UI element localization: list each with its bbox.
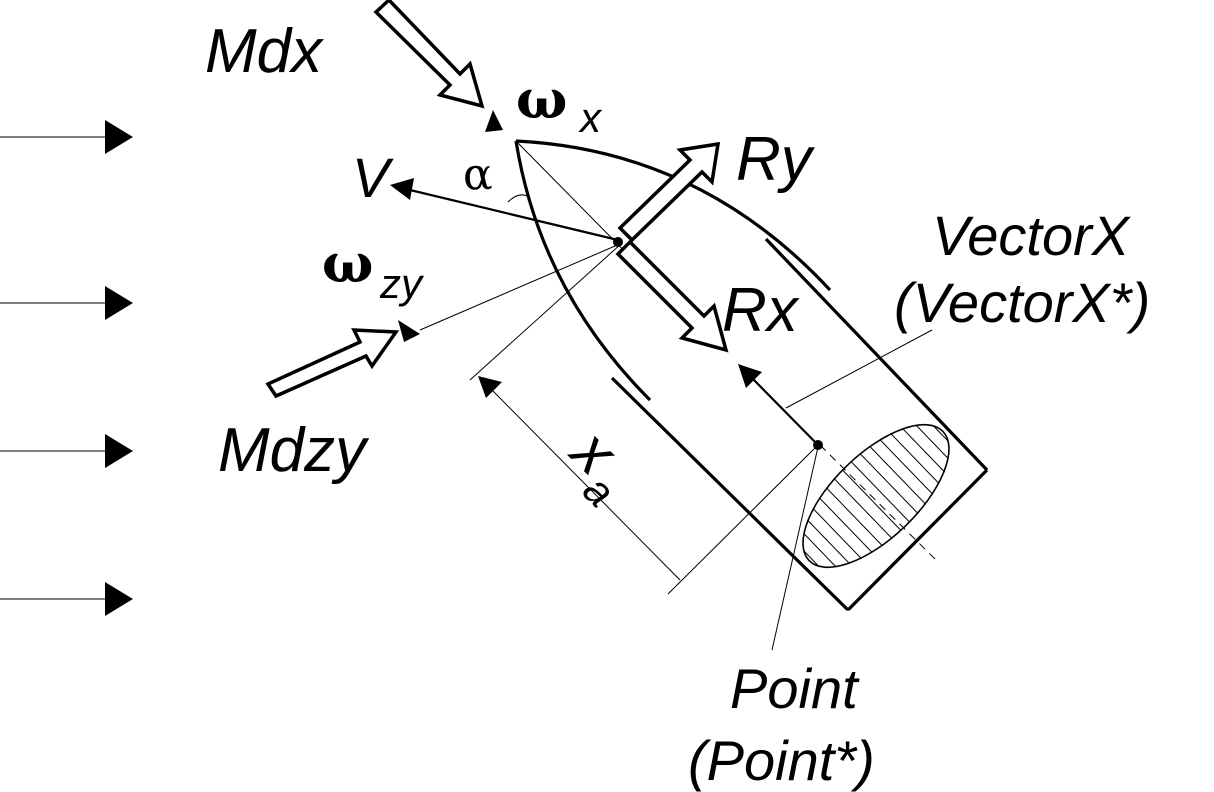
base-edge xyxy=(846,468,989,612)
flow-direction-line xyxy=(419,242,623,331)
v-label: V xyxy=(352,146,394,209)
flow-arrows xyxy=(0,120,133,616)
nose-lower-edge xyxy=(514,140,652,402)
omega-zy-subscript: zy xyxy=(379,260,425,307)
body-lower-edge xyxy=(610,376,850,612)
vectorx-star-label: (VectorX*) xyxy=(894,271,1150,334)
mdzy-moment-arrow xyxy=(265,328,400,399)
omega-x-label: ω xyxy=(516,67,567,131)
ry-label: Ry xyxy=(736,125,816,194)
vectorx-label: VectorX xyxy=(932,204,1132,267)
flow-arrow xyxy=(0,434,133,468)
xa-extension-lower xyxy=(667,444,819,595)
alpha-label: α xyxy=(463,149,493,200)
xa-extension-upper xyxy=(469,242,623,381)
mdx-moment-arrow xyxy=(373,0,485,109)
alpha-arc xyxy=(507,194,531,203)
vectorx-arrow xyxy=(738,364,819,446)
rx-label: Rx xyxy=(722,276,800,345)
mdzy-label: Mdzy xyxy=(218,416,370,485)
point-star-label: (Point*) xyxy=(688,729,875,792)
velocity-vector xyxy=(390,178,619,242)
rx-force-arrow xyxy=(615,239,729,353)
flow-arrow xyxy=(0,286,133,320)
flow-arrow xyxy=(0,120,133,154)
flow-arrow xyxy=(0,582,133,616)
body-upper-edge xyxy=(764,237,989,472)
point-label: Point xyxy=(730,657,860,720)
omega-zy-arrowhead xyxy=(398,320,420,342)
omega-zy-label: ω xyxy=(322,231,373,295)
point-leader xyxy=(771,446,819,651)
xa-dimension-arrow xyxy=(478,376,681,581)
mdx-label: Mdx xyxy=(205,17,324,86)
ry-force-arrow xyxy=(617,141,721,243)
omega-x-subscript: x xyxy=(578,94,603,141)
base-section-ellipse xyxy=(802,423,950,569)
vectorx-leader xyxy=(785,329,933,409)
xa-label: x a xyxy=(557,415,631,516)
omega-x-arrowhead xyxy=(485,110,503,132)
